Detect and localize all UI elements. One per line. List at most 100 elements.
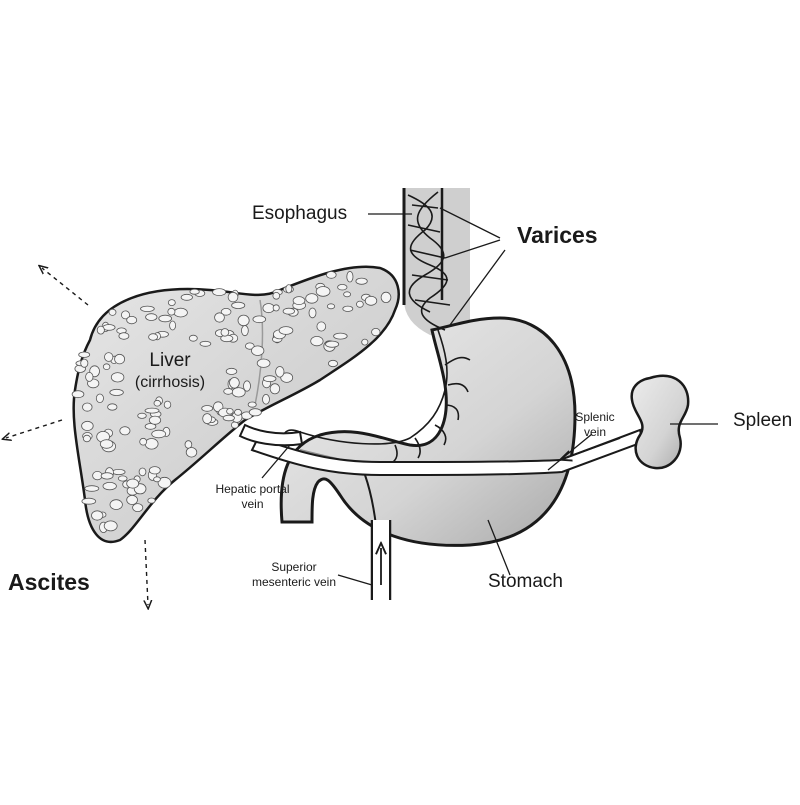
nodule bbox=[371, 327, 381, 337]
nodule bbox=[157, 476, 172, 489]
nodule bbox=[282, 307, 295, 315]
nodule bbox=[237, 314, 250, 327]
nodule bbox=[327, 359, 338, 368]
nodule bbox=[119, 426, 131, 436]
nodule bbox=[107, 403, 118, 411]
nodule bbox=[220, 328, 230, 337]
nodule bbox=[337, 284, 348, 291]
nodule bbox=[346, 271, 354, 283]
nodule bbox=[95, 393, 104, 404]
nodule bbox=[126, 478, 140, 489]
liver bbox=[71, 265, 400, 543]
nodule bbox=[148, 466, 161, 475]
nodule bbox=[100, 472, 114, 480]
nodule bbox=[109, 499, 123, 510]
nodule bbox=[325, 271, 337, 279]
nodule bbox=[82, 402, 93, 412]
nodule bbox=[85, 371, 94, 382]
nodule bbox=[163, 400, 172, 409]
nodule bbox=[278, 326, 294, 335]
nodule bbox=[173, 307, 188, 318]
liver-condition-label: (cirrhosis) bbox=[134, 374, 206, 391]
nodule bbox=[231, 387, 246, 398]
esophagus bbox=[402, 188, 470, 340]
nodule bbox=[102, 363, 111, 371]
nodule bbox=[247, 401, 257, 408]
splenic-vein-label: Splenic vein bbox=[575, 410, 615, 439]
nodule bbox=[147, 497, 156, 504]
nodule bbox=[355, 277, 368, 285]
nodule bbox=[158, 314, 173, 323]
nodule bbox=[241, 325, 249, 337]
nodule bbox=[199, 340, 212, 347]
nodule bbox=[139, 437, 148, 446]
nodule bbox=[245, 342, 255, 350]
nodule bbox=[343, 291, 352, 298]
varices bbox=[281, 191, 471, 463]
nodule bbox=[117, 475, 128, 482]
nodule bbox=[108, 308, 117, 316]
cirrhosis-nodules bbox=[71, 271, 392, 533]
liver-label: Liver bbox=[149, 350, 191, 371]
nodule bbox=[226, 408, 234, 415]
nodule bbox=[180, 293, 193, 301]
nodule bbox=[167, 299, 176, 307]
nodule bbox=[126, 315, 138, 325]
nodule bbox=[82, 434, 91, 443]
nodule bbox=[231, 301, 246, 309]
hepatic-portal-vein bbox=[238, 423, 304, 447]
nodule bbox=[356, 300, 364, 308]
nodule bbox=[275, 366, 285, 378]
nodule bbox=[185, 447, 198, 458]
nodule bbox=[137, 412, 147, 419]
nodule bbox=[148, 415, 162, 425]
ascites-arrows bbox=[6, 268, 148, 605]
splenic-flow-arrow bbox=[565, 437, 621, 458]
ascites-label: Ascites bbox=[8, 569, 90, 595]
nodule bbox=[272, 291, 281, 300]
nodule bbox=[153, 399, 161, 407]
nodule bbox=[229, 377, 240, 389]
nodule bbox=[121, 310, 131, 320]
nodule bbox=[145, 313, 158, 321]
nodule bbox=[364, 295, 378, 306]
nodule bbox=[188, 334, 198, 342]
leader-lines bbox=[261, 207, 718, 586]
nodule bbox=[256, 358, 271, 368]
nodule bbox=[285, 284, 293, 294]
nodule bbox=[118, 332, 130, 340]
nodule bbox=[201, 405, 214, 412]
nodule bbox=[144, 438, 159, 450]
nodule bbox=[138, 467, 147, 477]
nodule bbox=[91, 510, 104, 521]
nodule bbox=[148, 333, 159, 341]
nodule bbox=[114, 353, 125, 365]
nodule bbox=[102, 481, 117, 491]
nodule bbox=[78, 351, 91, 358]
nodule bbox=[144, 407, 160, 414]
nodule bbox=[153, 476, 161, 483]
spleen bbox=[630, 374, 690, 470]
nodule bbox=[214, 312, 225, 323]
nodule bbox=[223, 388, 234, 395]
nodule bbox=[110, 372, 125, 383]
spleen-label: Spleen bbox=[733, 410, 793, 431]
nodule bbox=[263, 375, 277, 383]
nodule bbox=[316, 321, 327, 332]
nodule bbox=[225, 367, 238, 375]
nodule bbox=[310, 335, 324, 347]
nodule bbox=[167, 307, 176, 316]
nodule bbox=[71, 390, 85, 399]
superior-mesenteric-vein bbox=[370, 520, 392, 600]
nodule bbox=[292, 296, 306, 306]
nodule bbox=[361, 338, 369, 346]
esophagus-label: Esophagus bbox=[252, 203, 348, 224]
nodule bbox=[169, 320, 177, 331]
nodule bbox=[81, 497, 97, 505]
nodule bbox=[81, 420, 94, 431]
nodule bbox=[140, 305, 155, 312]
nodule bbox=[144, 423, 157, 430]
nodule bbox=[315, 286, 331, 297]
